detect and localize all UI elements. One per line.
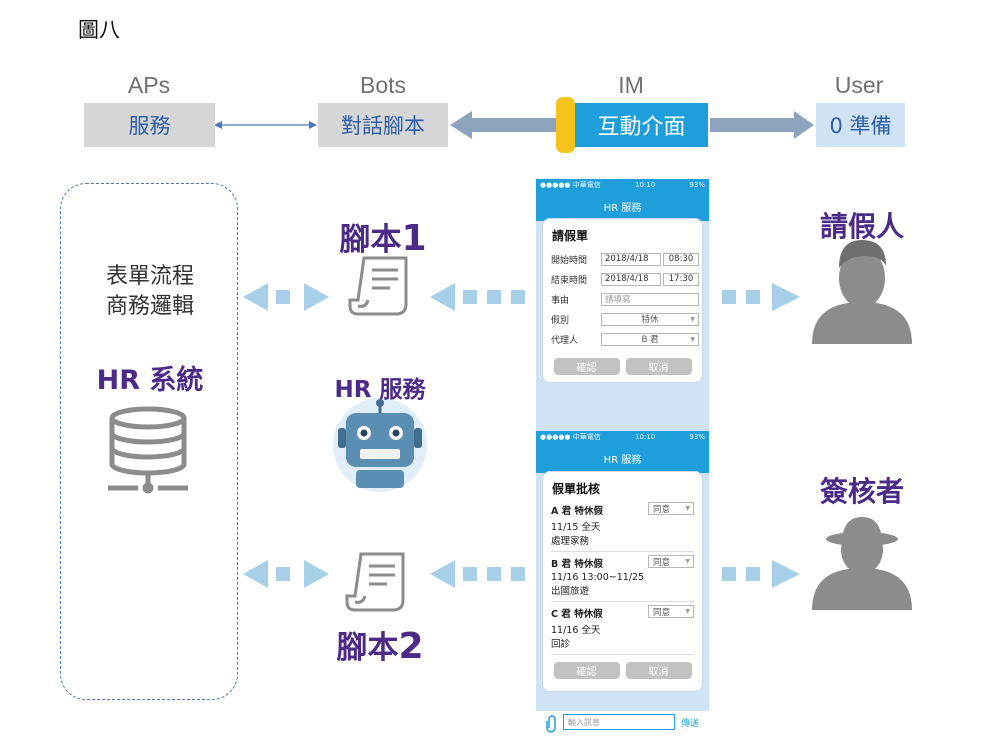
approval-item-name: B 君 特休假: [551, 559, 603, 570]
approval-card: 假單批核 A 君 特休假 11/15 全天 處理家務 同意 B 君 特休假 11…: [543, 472, 702, 691]
arrow-im-to-user: [710, 111, 814, 139]
aps-service-box: 服務: [84, 103, 215, 147]
leave-cancel-button[interactable]: 取消: [625, 358, 692, 375]
database-icon: [108, 406, 188, 494]
form-flow-text: 表單流程: [105, 264, 194, 289]
dotted-arrow-left-2: [243, 560, 329, 588]
clock-text-2: 10:10: [635, 433, 656, 441]
approval-item[interactable]: C 君 特休假 11/16 全天 回診 同意: [551, 602, 694, 655]
agent-select[interactable]: B 君: [601, 332, 699, 346]
script-2-label: 腳本2: [310, 622, 450, 667]
dotted-arrow-right-2: [722, 560, 800, 588]
start-label: 開始時間: [551, 255, 588, 266]
im-interface-box: 互動介面: [575, 103, 708, 147]
hr-system-title: HR 系統: [96, 365, 204, 396]
dotted-arrow-middle-2: [430, 560, 525, 588]
agent-label: 代理人: [551, 335, 579, 346]
column-head-aps: APs: [127, 72, 171, 98]
send-button[interactable]: 傳送: [681, 719, 700, 729]
end-time-field[interactable]: 17:30: [663, 272, 699, 286]
hr-service-bot-label: HR 服務: [334, 377, 426, 403]
yellow-handle: [556, 97, 575, 153]
nav-title-2: HR 服務: [603, 454, 642, 466]
approval-cancel-button[interactable]: 取消: [625, 662, 692, 679]
start-date-field[interactable]: 2018/4/18: [601, 252, 661, 266]
approval-status-select[interactable]: 同意: [648, 605, 694, 618]
column-head-user: User: [834, 72, 884, 98]
arrow-im-to-bots: [450, 111, 556, 139]
battery-text: 93%: [689, 181, 705, 189]
leave-type-row: 假別 特休: [551, 310, 702, 328]
end-time-row: 結束時間 2018/4/18 17:30: [551, 270, 702, 288]
reason-input[interactable]: 請填寫: [601, 292, 699, 306]
requester-label: 請假人: [819, 210, 904, 243]
business-logic-text: 商務邏輯: [105, 294, 194, 319]
agent-row: 代理人 B 君: [551, 330, 702, 348]
dotted-arrow-middle-1: [430, 283, 525, 311]
nav-bar: HR 服務: [536, 191, 709, 221]
approval-item-when: 11/16 13:00~11/25: [551, 572, 645, 583]
bots-script-box: 對話腳本: [318, 103, 448, 147]
approval-confirm-button[interactable]: 確認: [553, 662, 620, 679]
start-time-field[interactable]: 08:30: [663, 252, 699, 266]
user-prepare-box: 0 準備: [816, 103, 905, 147]
document-icon-2: [345, 552, 405, 612]
script-1-label: 腳本1: [313, 214, 453, 259]
approval-status-select[interactable]: 同意: [648, 502, 694, 515]
script-2-text: 腳本: [336, 630, 399, 666]
document-icon-1: [348, 256, 408, 316]
leave-type-select[interactable]: 特休: [601, 312, 699, 326]
carrier-text-2: ●●●●● 中華電信: [540, 433, 601, 441]
approval-item[interactable]: B 君 特休假 11/16 13:00~11/25 出國旅遊 同意: [551, 552, 694, 602]
leave-form-title: 請假單: [552, 229, 589, 243]
approval-item-reason: 回診: [551, 639, 571, 650]
script-1-number: 1: [401, 218, 427, 259]
approval-item-when: 11/15 全天: [551, 522, 601, 533]
figure-label: 圖八: [78, 18, 120, 42]
approval-item[interactable]: A 君 特休假 11/15 全天 處理家務 同意: [551, 499, 694, 552]
leave-form-card: 請假單 開始時間 2018/4/18 08:30 結束時間 2018/4/18 …: [543, 219, 702, 382]
column-head-im: IM: [618, 72, 644, 98]
double-arrow-aps-bots: [214, 121, 317, 129]
message-input[interactable]: 輸入訊息: [563, 714, 675, 730]
reason-label: 事由: [551, 295, 570, 306]
carrier-text: ●●●●● 中華電信: [540, 181, 601, 189]
clock-text: 10:10: [635, 181, 656, 189]
approval-status-select[interactable]: 同意: [648, 555, 694, 568]
status-bar: ●●●●● 中華電信 10:10 93%: [536, 179, 709, 191]
column-head-bots: Bots: [359, 72, 407, 98]
approval-item-when: 11/16 全天: [551, 625, 601, 636]
leave-confirm-button[interactable]: 確認: [553, 358, 620, 375]
person-icon: [812, 240, 912, 344]
dotted-arrow-right-1: [722, 283, 800, 311]
status-bar-2: ●●●●● 中華電信 10:10 93%: [536, 431, 709, 443]
nav-bar-2: HR 服務: [536, 443, 709, 473]
person-hat-icon: [812, 517, 912, 610]
end-label: 結束時間: [551, 275, 588, 286]
dotted-arrow-left-1: [243, 283, 329, 311]
nav-title: HR 服務: [603, 202, 642, 214]
approval-item-reason: 處理家務: [551, 536, 590, 547]
battery-text-2: 93%: [689, 433, 705, 441]
reason-row: 事由 請填寫: [551, 290, 702, 308]
robot-icon: [333, 398, 427, 492]
start-time-row: 開始時間 2018/4/18 08:30: [551, 250, 702, 268]
approval-item-name: C 君 特休假: [551, 609, 603, 620]
approval-title: 假單批核: [552, 482, 601, 496]
script-2-number: 2: [398, 626, 424, 667]
approver-label: 簽核者: [819, 475, 904, 508]
end-date-field[interactable]: 2018/4/18: [601, 272, 661, 286]
leave-type-label: 假別: [551, 315, 570, 326]
approval-item-name: A 君 特休假: [551, 506, 603, 517]
hr-system-panel: [60, 183, 238, 700]
paperclip-icon[interactable]: [546, 715, 556, 733]
approval-item-reason: 出國旅遊: [551, 586, 590, 597]
script-1-text: 腳本: [339, 222, 402, 258]
